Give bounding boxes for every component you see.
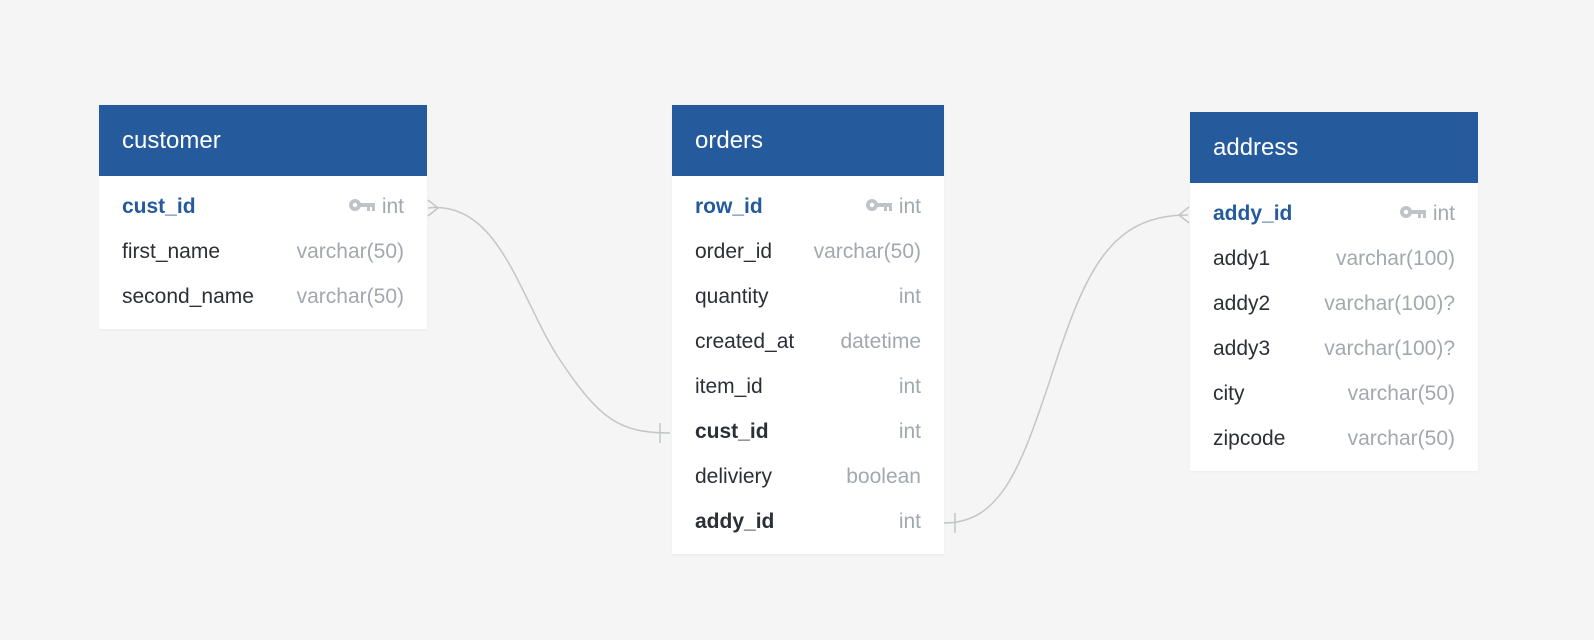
- table-columns: addy_id int addy1 varchar(100) addy2 varchar(…: [1190, 183, 1478, 471]
- column-name: cust_id: [122, 194, 196, 218]
- crowfoot-many-icon: [427, 199, 440, 217]
- table-row[interactable]: addy1 varchar(100): [1190, 236, 1478, 281]
- column-type: datetime: [840, 330, 921, 354]
- table-customer[interactable]: customer cust_id int first_name varchar(50)…: [99, 105, 427, 329]
- column-type-label: varchar(100)?: [1324, 291, 1455, 315]
- column-type-label: varchar(50): [296, 239, 404, 263]
- column-type-label: int: [898, 374, 921, 398]
- table-header[interactable]: address: [1190, 112, 1478, 183]
- table-row[interactable]: city varchar(50): [1190, 371, 1478, 416]
- column-type: int: [899, 285, 921, 309]
- table-header[interactable]: customer: [99, 105, 427, 176]
- table-row[interactable]: cust_id int: [99, 184, 427, 229]
- column-type: varchar(50): [297, 285, 404, 309]
- column-type-label: boolean: [846, 464, 921, 488]
- column-name: created_at: [695, 329, 795, 353]
- relationship-customer-orders[interactable]: [427, 206, 671, 434]
- table-row[interactable]: cust_id int: [672, 409, 944, 454]
- table-row[interactable]: addy2 varchar(100)?: [1190, 281, 1478, 326]
- table-row[interactable]: order_id varchar(50): [672, 229, 944, 274]
- column-name: addy_id: [1213, 201, 1293, 225]
- column-type: int: [899, 375, 921, 399]
- column-type: varchar(50): [1348, 427, 1455, 451]
- table-row[interactable]: second_name varchar(50): [99, 274, 427, 319]
- column-type-label: varchar(50): [296, 284, 404, 308]
- column-name: row_id: [695, 194, 763, 218]
- relationship-orders-address[interactable]: [943, 214, 1189, 524]
- table-row[interactable]: row_id int: [672, 184, 944, 229]
- column-type-label: int: [898, 284, 921, 308]
- table-row[interactable]: created_at datetime: [672, 319, 944, 364]
- column-type: int: [899, 510, 921, 534]
- column-type-label: int: [898, 509, 921, 533]
- column-type: int: [899, 420, 921, 444]
- column-type: varchar(50): [814, 240, 921, 264]
- column-type: int: [348, 195, 404, 219]
- column-type: varchar(100)?: [1324, 292, 1455, 316]
- column-type-label: varchar(100)?: [1324, 336, 1455, 360]
- column-type-label: int: [898, 194, 921, 218]
- crowfoot-many-icon: [1177, 206, 1190, 224]
- column-type: int: [1399, 202, 1455, 226]
- table-row[interactable]: zipcode varchar(50): [1190, 416, 1478, 461]
- key-icon: [865, 195, 893, 219]
- table-header[interactable]: orders: [672, 105, 944, 176]
- column-name: addy1: [1213, 246, 1271, 270]
- table-row[interactable]: item_id int: [672, 364, 944, 409]
- column-type-label: int: [1432, 201, 1455, 225]
- table-row[interactable]: first_name varchar(50): [99, 229, 427, 274]
- table-row[interactable]: addy3 varchar(100)?: [1190, 326, 1478, 371]
- column-type: varchar(50): [297, 240, 404, 264]
- column-name: item_id: [695, 374, 763, 398]
- table-row[interactable]: addy_id int: [672, 499, 944, 544]
- column-name: addy_id: [695, 509, 775, 533]
- column-type-label: int: [898, 419, 921, 443]
- column-type: varchar(100): [1336, 247, 1455, 271]
- column-type: varchar(100)?: [1324, 337, 1455, 361]
- column-name: first_name: [122, 239, 221, 263]
- column-type-label: int: [381, 194, 404, 218]
- column-type-label: varchar(50): [1347, 381, 1455, 405]
- table-row[interactable]: deliviery boolean: [672, 454, 944, 499]
- column-name: city: [1213, 381, 1245, 405]
- column-name: second_name: [122, 284, 254, 308]
- column-type-label: varchar(100): [1335, 246, 1455, 270]
- column-type-label: datetime: [840, 329, 921, 353]
- column-type-label: varchar(50): [813, 239, 921, 263]
- column-type: int: [865, 195, 921, 219]
- column-name: addy3: [1213, 336, 1271, 360]
- column-name: zipcode: [1213, 426, 1286, 450]
- table-address[interactable]: address addy_id int addy1 varchar(100) addy2…: [1190, 112, 1478, 471]
- table-row[interactable]: quantity int: [672, 274, 944, 319]
- column-type: varchar(50): [1348, 382, 1455, 406]
- table-row[interactable]: addy_id int: [1190, 191, 1478, 236]
- column-name: order_id: [695, 239, 773, 263]
- column-name: deliviery: [695, 464, 773, 488]
- column-type-label: varchar(50): [1347, 426, 1455, 450]
- column-type: boolean: [846, 465, 921, 489]
- key-icon: [1399, 202, 1427, 226]
- key-icon: [348, 195, 376, 219]
- column-name: cust_id: [695, 419, 769, 443]
- column-name: quantity: [695, 284, 769, 308]
- column-name: addy2: [1213, 291, 1271, 315]
